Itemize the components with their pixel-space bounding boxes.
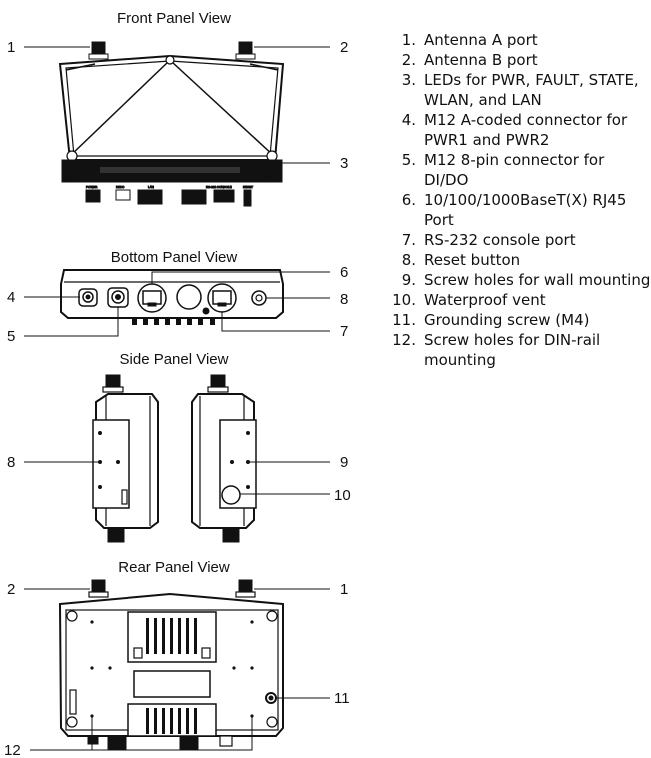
bottom-view-title: Bottom Panel View [111, 249, 238, 266]
side-view-title: Side Panel View [120, 351, 229, 368]
legend-text: Screw holes for DIN-rail mounting [424, 331, 601, 369]
legend-item: 6. 10/100/1000BaseT(X) RJ45 Port [368, 190, 651, 230]
side-callout-lines [24, 461, 330, 495]
legend-text: M12 8-pin connector for DI/DO [424, 151, 605, 189]
side-panel-left-device [92, 374, 159, 543]
front-panel-device: MOXA AWK-4131A POWER DI/DO LAN RS-232 CO… [58, 41, 285, 207]
callout-9-left: 8 [7, 454, 15, 471]
console-port [207, 283, 237, 313]
legend-num: 4. [401, 111, 416, 129]
legend-list: 1. Antenna A port 2. Antenna B port 3. LEDs… [368, 30, 651, 370]
front-view-title: Front Panel View [117, 10, 231, 27]
reset-button [251, 290, 267, 306]
callout-12: 12 [4, 742, 21, 758]
callout-4: 4 [7, 289, 15, 306]
legend-item: 7. RS-232 console port [368, 230, 651, 250]
legend-num: 8. [401, 251, 416, 269]
port-label-reset: RESET [243, 185, 253, 189]
antenna-a-port [91, 41, 106, 55]
m12-dido-connector [107, 287, 129, 308]
model-text: AWK-4131A [258, 175, 274, 179]
grounding-screw-bottom [202, 307, 210, 315]
port-label-console: RS-232 CONSOLE [206, 185, 232, 189]
callout-2-rear: 2 [7, 581, 15, 598]
callout-5: 5 [7, 328, 15, 345]
callout-6: 6 [340, 264, 348, 281]
callout-7: 7 [340, 323, 348, 340]
legend-item: 1. Antenna A port [368, 30, 651, 50]
legend-item: 3. LEDs for PWR, FAULT, STATE, WLAN, and … [368, 70, 651, 110]
legend-text: RS-232 console port [424, 231, 576, 249]
port-label-dido: DI/DO [116, 185, 125, 189]
legend-text: Antenna A port [424, 31, 538, 49]
m12-power-connector [78, 288, 98, 307]
waterproof-vent-side [221, 485, 241, 505]
callout-1-rear: 1 [340, 581, 348, 598]
waterproof-vent-bottom [176, 284, 202, 310]
legend-item: 2. Antenna B port [368, 50, 651, 70]
legend-item: 5. M12 8-pin connector for DI/DO [368, 150, 651, 190]
legend-num: 2. [401, 51, 416, 69]
brand-logo-text: MOXA [66, 176, 75, 180]
callout-11: 11 [334, 690, 350, 707]
rear-callout-lines [24, 588, 330, 751]
rj45-port [137, 283, 167, 313]
legend-num: 11. [392, 311, 416, 329]
legend-text: 10/100/1000BaseT(X) RJ45 Port [424, 191, 627, 229]
port-label-lan: LAN [148, 185, 154, 189]
legend-text: M12 A-coded connector for PWR1 and PWR2 [424, 111, 628, 149]
callout-2-front: 2 [340, 39, 348, 56]
legend-item: 4. M12 A-coded connector for PWR1 and PWR… [368, 110, 651, 150]
legend-text: Screw holes for wall mounting [424, 271, 651, 289]
callout-3: 3 [340, 155, 348, 172]
legend-text: Grounding screw (M4) [424, 311, 590, 329]
callout-8: 8 [340, 291, 348, 308]
rear-view-title: Rear Panel View [118, 559, 230, 576]
legend-num: 1. [401, 31, 416, 49]
callout-9-right: 9 [340, 454, 348, 471]
callout-1-front: 1 [7, 39, 15, 56]
bottom-panel-device [60, 269, 284, 325]
legend-text: Reset button [424, 251, 521, 269]
legend-item: 11. Grounding screw (M4) [368, 310, 651, 330]
legend-text: Waterproof vent [424, 291, 546, 309]
front-callout-lines [24, 46, 330, 164]
legend-text: Antenna B port [424, 51, 538, 69]
legend-num: 5. [401, 151, 416, 169]
bottom-callout-lines [24, 271, 330, 337]
legend-item: 12. Screw holes for DIN-rail mounting [368, 330, 651, 370]
legend-item: 9. Screw holes for wall mounting [368, 270, 651, 290]
legend-num: 10. [392, 291, 416, 309]
rear-panel-device [58, 579, 284, 751]
callout-10: 10 [334, 487, 351, 504]
legend-num: 12. [392, 331, 416, 349]
legend-num: 7. [401, 231, 416, 249]
port-label-power: POWER [86, 185, 98, 189]
legend-num: 6. [401, 191, 416, 209]
legend-item: 8. Reset button [368, 250, 651, 270]
antenna-b-port [238, 41, 253, 55]
legend-item: 10. Waterproof vent [368, 290, 651, 310]
side-panel-right-device [191, 374, 257, 543]
legend-num: 9. [401, 271, 416, 289]
legend-text: LEDs for PWR, FAULT, STATE, WLAN, and LA… [424, 71, 639, 109]
legend-num: 3. [401, 71, 416, 89]
